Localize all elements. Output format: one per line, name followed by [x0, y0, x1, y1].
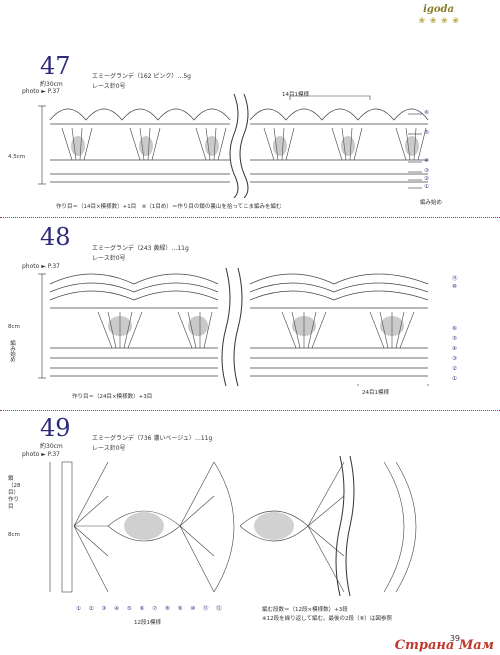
row-marker: ⑩	[190, 606, 199, 612]
row-marker: ⑪	[202, 606, 212, 612]
row-marker: ⑪	[452, 276, 458, 282]
hook-spec: レース針0号	[92, 83, 126, 90]
row-marker: ⑤	[424, 130, 429, 136]
section-divider	[0, 410, 500, 411]
brand-logo: igoda	[423, 4, 454, 15]
start-label: 編み始め	[9, 340, 15, 362]
photo-reference: photo ► P.37	[22, 451, 60, 458]
pattern-note: ※12段を繰り返して編む。最後の2段（⑧）は図参照	[262, 616, 392, 622]
row-marker: ⑩	[452, 284, 457, 290]
row-marker: ③	[424, 168, 429, 174]
row-marker: ⑥	[452, 326, 457, 332]
repeat-label: 24目1模様	[362, 390, 389, 396]
row-marker: ⑥	[139, 606, 148, 612]
yarn-spec: エミーグランデ（243 黄緑）…11g	[92, 245, 189, 252]
hook-spec: レース針0号	[92, 445, 126, 452]
hook-spec: レース針0号	[92, 255, 126, 262]
row-marker: ②	[452, 366, 457, 372]
row-marker: ②	[424, 176, 429, 182]
pattern-note: 作り目＝（14目×模様数）+1目 ※（1目め）＝作り目の鎖の裏山を拾ってこま編み…	[56, 204, 282, 210]
row-marker: ③	[101, 606, 110, 612]
row-marker: ①	[452, 376, 457, 382]
row-marker: ③	[452, 356, 457, 362]
crochet-chart-48	[38, 268, 429, 386]
row-marker: ⑥	[424, 110, 429, 116]
pattern-note: 作り目＝（24目×模様数）+3目	[72, 394, 153, 400]
height-label: 8cm	[8, 324, 20, 330]
pattern-width: 約30cm	[40, 81, 63, 88]
row-marker: ④	[114, 606, 122, 612]
page-number: 39	[449, 634, 460, 643]
row-marker: ⑤	[452, 336, 457, 342]
pattern-number: 49	[40, 414, 71, 442]
yarn-spec: エミーグランデ（162 ピンク）…5g	[92, 73, 191, 80]
row-marker: ④	[424, 158, 429, 164]
row-marker-series: ① ② ③ ④ ⑤ ⑥ ⑦ ⑧ ⑨ ⑩ ⑪ ⑫	[76, 604, 225, 612]
height-label: 8cm	[8, 532, 20, 538]
row-marker: ⑤	[126, 606, 135, 612]
row-marker: ⑧	[164, 606, 173, 612]
row-marker: ①	[76, 606, 84, 612]
photo-reference: photo ► P.37	[22, 88, 60, 95]
yarn-spec: エミーグランデ（736 濃いベージュ）…11g	[92, 435, 213, 442]
repeat-label: 14目1模様	[282, 92, 309, 98]
brand-ornament: ❀ ❀ ❀ ❀	[418, 16, 460, 25]
pattern-number: 48	[40, 223, 71, 251]
crochet-chart-47	[38, 94, 429, 198]
row-marker: ①	[424, 184, 429, 190]
photo-reference: photo ► P.37	[22, 263, 60, 270]
height-label: 4.5cm	[8, 154, 26, 160]
pattern-note: 編む段数＝（12段×模様数）+3段	[262, 607, 348, 613]
row-marker: ④	[452, 346, 457, 352]
pattern-width: 約30cm	[40, 443, 63, 450]
repeat-label: 12段1模様	[134, 620, 161, 626]
row-marker: ⑫	[216, 606, 225, 612]
crochet-chart-49	[49, 456, 417, 596]
side-label: 鎖（28目）作り目	[8, 476, 21, 510]
row-marker: ②	[88, 606, 97, 612]
start-label: 編み始め	[420, 200, 443, 206]
watermark: Страна Мам	[394, 638, 494, 653]
pattern-number: 47	[40, 52, 71, 80]
row-marker: ⑨	[177, 606, 186, 612]
section-divider	[0, 217, 500, 218]
row-marker: ⑦	[152, 606, 161, 612]
